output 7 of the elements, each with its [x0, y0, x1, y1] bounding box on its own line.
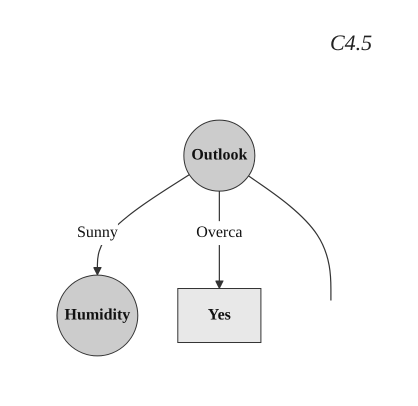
- node-circle: Outlook: [183, 120, 256, 192]
- node-circle: Humidity: [56, 274, 138, 356]
- edge-label: Sunny: [76, 224, 118, 242]
- edge-label: Overca: [196, 224, 242, 242]
- diagram-title: C4.5: [330, 30, 372, 56]
- node-box: Yes: [177, 288, 262, 343]
- connector: [248, 175, 332, 300]
